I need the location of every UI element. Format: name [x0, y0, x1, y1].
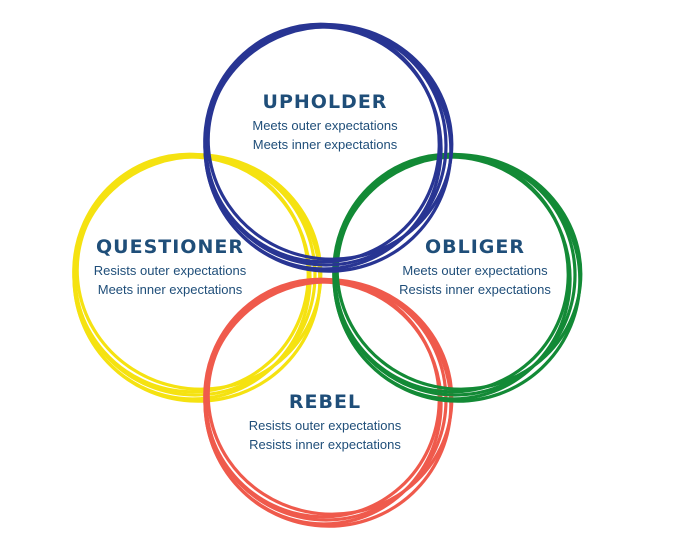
questioner-inner-text: Meets inner expectations [97, 282, 243, 297]
upholder-ring [203, 22, 454, 273]
rebel-ring-stroke [203, 277, 441, 519]
upholder-title: UPHOLDER [262, 91, 388, 113]
rebel-title: REBEL [288, 391, 362, 413]
rebel-inner-text: Resists inner expectations [249, 437, 401, 452]
upholder-inner-text: Meets inner expectations [252, 137, 398, 152]
obliger-outer-text: Meets outer expectations [402, 263, 548, 278]
obliger-ring [332, 152, 583, 403]
questioner-title: QUESTIONER [96, 236, 244, 258]
upholder-outer-text: Meets outer expectations [252, 118, 398, 133]
obliger-ring-stroke [332, 152, 570, 394]
obliger-label: OBLIGER Meets outer expectations Resists… [375, 235, 575, 299]
obliger-title: OBLIGER [424, 236, 525, 258]
upholder-label: UPHOLDER Meets outer expectations Meets … [225, 90, 425, 154]
rebel-outer-text: Resists outer expectations [248, 418, 402, 433]
questioner-outer-text: Resists outer expectations [93, 263, 247, 278]
questioner-label: QUESTIONER Resists outer expectations Me… [70, 235, 270, 299]
upholder-ring-stroke [203, 22, 441, 264]
obliger-inner-text: Resists inner expectations [399, 282, 551, 297]
rebel-label: REBEL Resists outer expectations Resists… [225, 390, 425, 454]
questioner-ring-stroke [72, 152, 310, 394]
